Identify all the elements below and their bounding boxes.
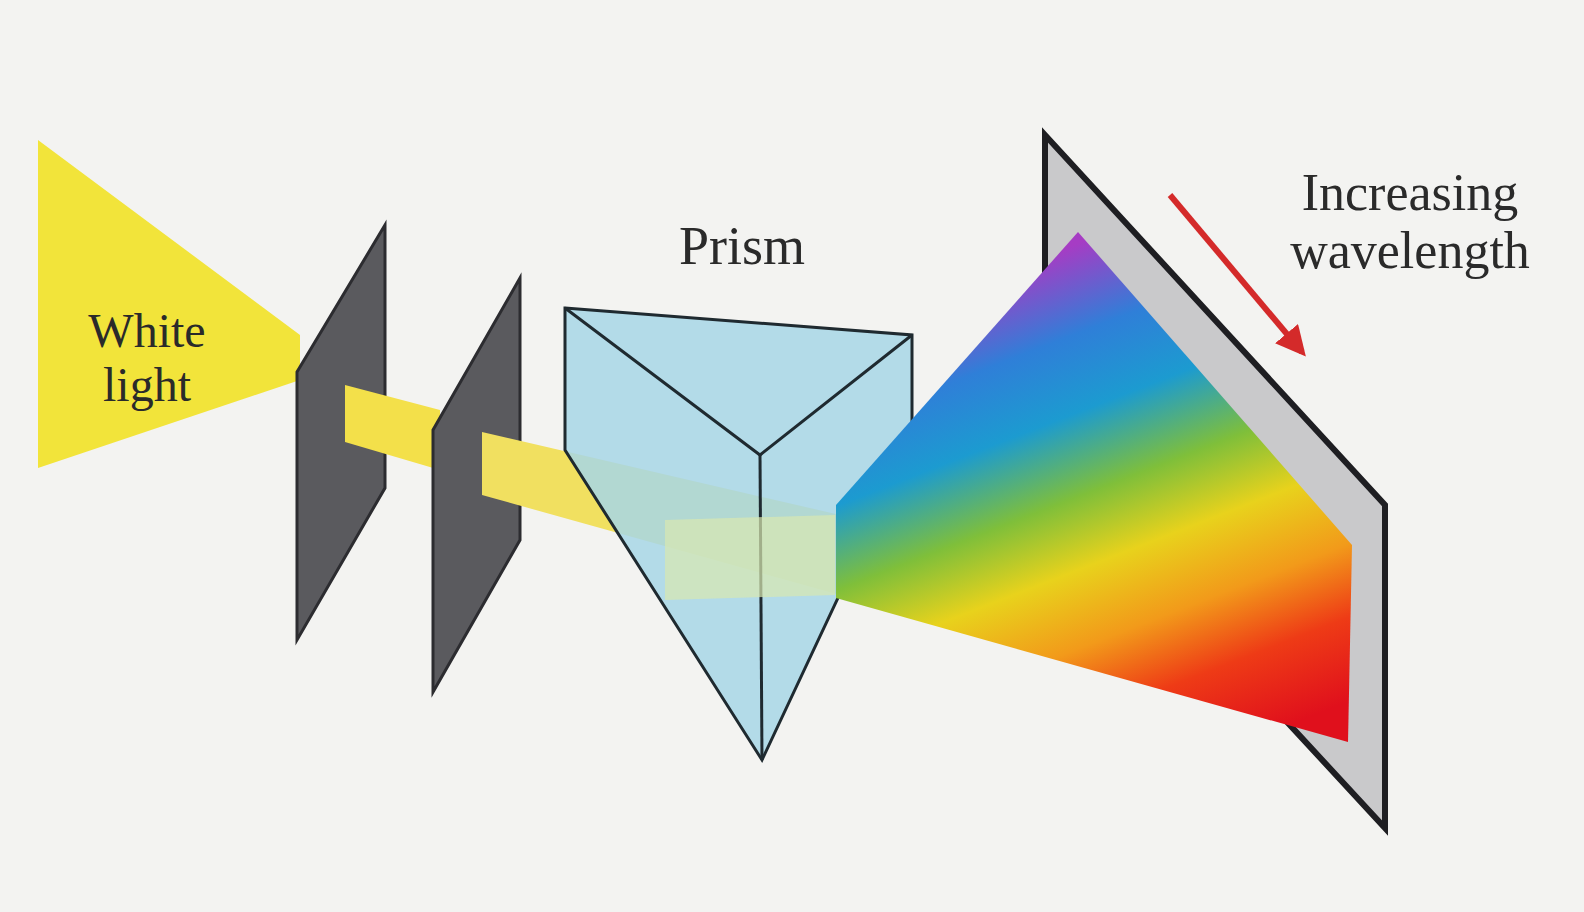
text-label: Prism xyxy=(612,216,872,276)
spectrum xyxy=(836,232,1352,742)
light-beam xyxy=(345,385,440,470)
text-label: White light xyxy=(57,304,237,412)
wavelength-arrow xyxy=(1170,195,1302,352)
light-cone xyxy=(38,140,300,468)
text-label: Increasing wavelength xyxy=(1260,164,1560,280)
